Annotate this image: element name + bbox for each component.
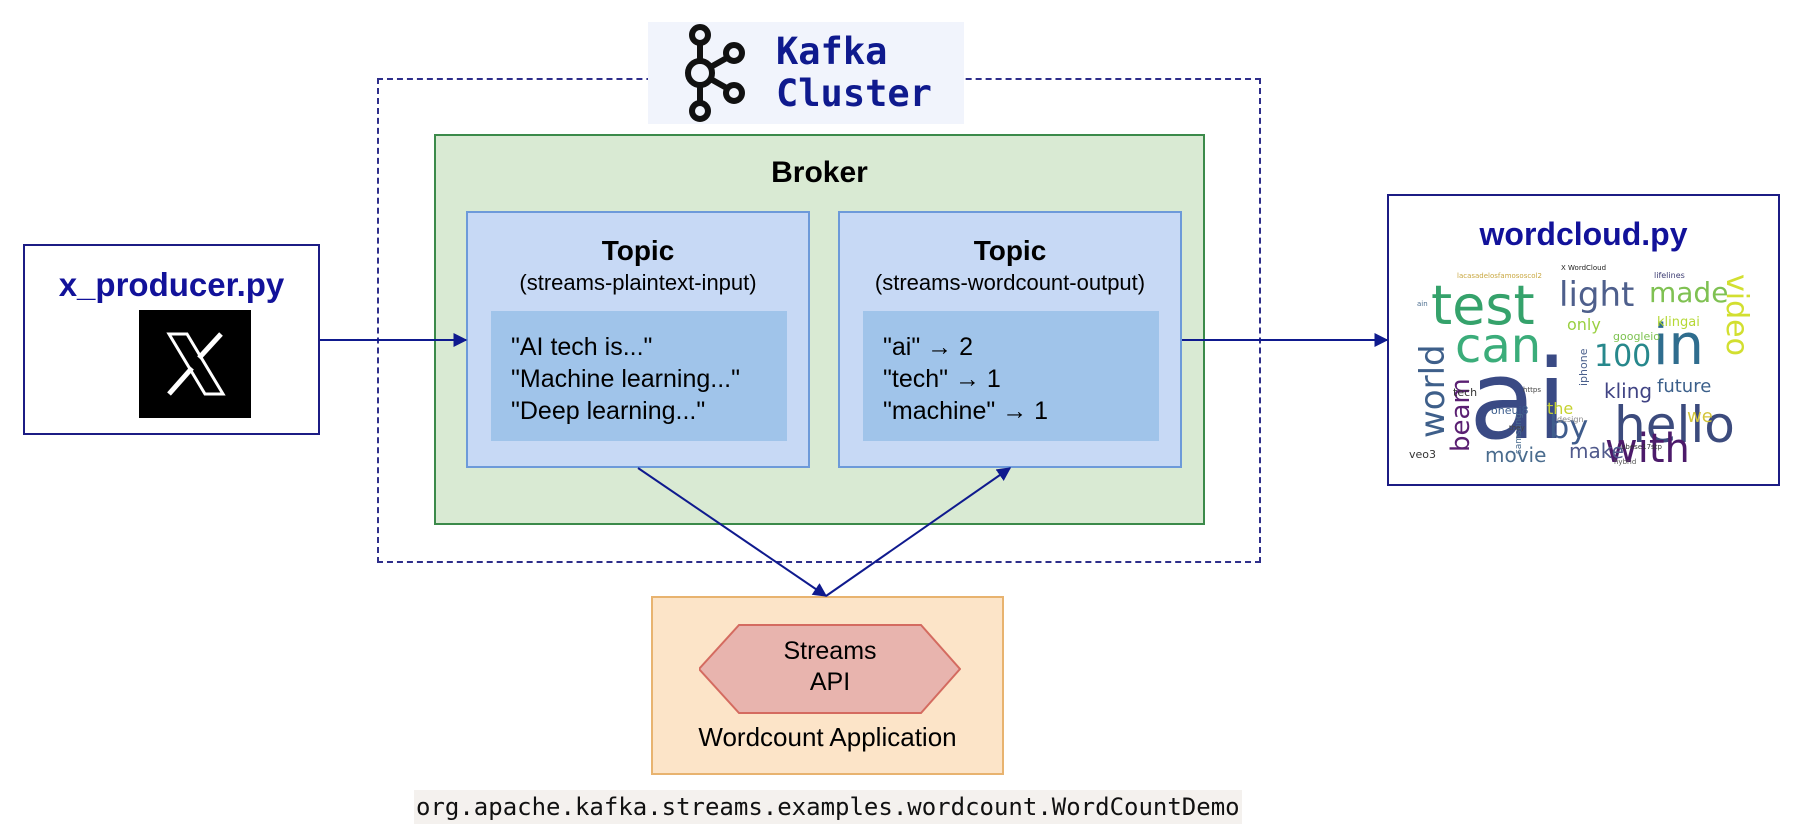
- topic-title: Topic: [973, 235, 1047, 266]
- topic-plaintext-input: Topic (streams-plaintext-input) "AI tech…: [466, 211, 810, 468]
- message-line: "ai" → 2: [883, 333, 974, 361]
- topic-title: Topic: [601, 235, 675, 266]
- wordcloud-image: X WordCloud lacasadelosfamososcol2 lifel…: [1409, 264, 1754, 472]
- word: movie: [1485, 443, 1546, 467]
- word: ubese17stp: [1621, 443, 1662, 451]
- word: design: [1557, 415, 1584, 424]
- word: future: [1657, 376, 1711, 397]
- word: https: [1523, 386, 1541, 394]
- streams-api-label: Streams API: [783, 637, 877, 696]
- producer-box: x_producer.py: [23, 244, 320, 435]
- word: lacasadelosfamososcol2: [1457, 272, 1542, 280]
- word: can: [1455, 318, 1541, 374]
- word: test: [1431, 274, 1535, 337]
- wordcount-application-box: Streams API Wordcount Application: [651, 596, 1004, 775]
- word: hello: [1614, 396, 1735, 454]
- message-line: "tech" → 1: [883, 365, 1001, 393]
- word: light: [1559, 275, 1634, 315]
- word: only: [1567, 315, 1601, 334]
- topic-messages-panel: "ai" → 2 "tech" → 1 "machine" → 1: [863, 311, 1159, 441]
- broker-title: Broker: [771, 156, 868, 189]
- wordcount-application-label: Wordcount Application: [698, 722, 957, 752]
- word: iphone: [1577, 348, 1590, 386]
- kafka-logo-icon: [685, 24, 745, 122]
- word: by: [1549, 408, 1588, 446]
- word: the: [1547, 399, 1573, 418]
- word: ain: [1417, 300, 1428, 308]
- producer-title: x_producer.py: [58, 266, 285, 303]
- wordcount-class-name: org.apache.kafka.streams.examples.wordco…: [414, 790, 1242, 824]
- wordcloud-box: wordcloud.py X WordCloud lacasadelosfamo…: [1387, 194, 1780, 486]
- word: klingai: [1657, 315, 1700, 330]
- word: googleio: [1613, 330, 1660, 343]
- topic-name: (streams-wordcount-output): [874, 270, 1146, 295]
- topic-wordcount-output: Topic (streams-wordcount-output) "ai" → …: [838, 211, 1182, 468]
- wordcloud-title: wordcloud.py: [1479, 216, 1688, 252]
- word: samsung: [1514, 413, 1524, 454]
- message-line: "Deep learning...": [511, 397, 706, 425]
- word: make: [1569, 439, 1624, 463]
- x-logo-icon: [139, 310, 251, 418]
- word: in: [1653, 313, 1704, 378]
- word: oneui8: [1491, 404, 1529, 417]
- word: lifelines: [1654, 271, 1685, 280]
- word: 100: [1594, 339, 1651, 374]
- word: with: [1605, 426, 1690, 472]
- word: X WordCloud: [1561, 264, 1606, 272]
- message-line: "machine" → 1: [883, 397, 1049, 425]
- word: kling: [1604, 379, 1652, 403]
- topic-messages-panel: "AI tech is..." "Machine learning..." "D…: [491, 311, 787, 441]
- word: we: [1687, 406, 1713, 427]
- topic-name: (streams-plaintext-input): [519, 270, 757, 295]
- message-line: "Machine learning...": [511, 365, 740, 393]
- word: veo3: [1409, 448, 1436, 461]
- word: ai: [1469, 336, 1567, 464]
- message-line: "AI tech is...": [511, 333, 653, 361]
- word: world: [1413, 344, 1453, 438]
- streams-api-hexagon: [699, 624, 961, 714]
- word: video: [1719, 274, 1754, 356]
- word: beam: [1446, 378, 1476, 452]
- word: they: [1509, 424, 1525, 432]
- word: made: [1649, 276, 1728, 309]
- kafka-cluster-title: Kafka Cluster: [776, 30, 932, 115]
- word: tech: [1453, 386, 1477, 399]
- word: hybrid: [1614, 458, 1636, 466]
